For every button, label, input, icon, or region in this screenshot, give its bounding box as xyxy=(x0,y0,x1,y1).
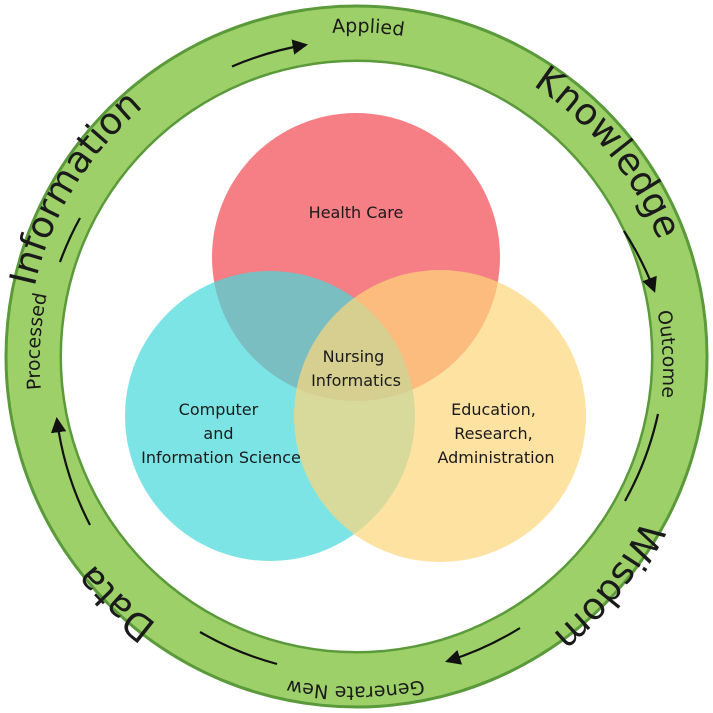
transition-applied-label: Applied xyxy=(331,15,405,41)
arrow-outcome-line xyxy=(624,413,660,502)
cycle-arrows xyxy=(50,39,660,666)
arrow-knowledge-to-outcome-arrow xyxy=(623,230,657,293)
venn-label-nursing-informatics: Nursing Informatics xyxy=(311,347,401,390)
venn-label-health-care: Health Care xyxy=(309,203,404,222)
arrow-generate-line xyxy=(199,631,278,666)
venn-label-computer-science: Computer and Information Science xyxy=(141,400,301,467)
venn-label-education: Education, Research, Administration xyxy=(437,400,554,467)
arrow-data-to-processed-arrow xyxy=(50,416,91,526)
arrow-wisdom-to-generate-arrow xyxy=(445,627,521,665)
arrow-information-to-applied-arrow xyxy=(231,39,309,68)
venn-circle-education xyxy=(294,270,586,562)
venn-diagram: Health Care Computer and Information Sci… xyxy=(125,113,586,562)
arrow-processed-line xyxy=(58,217,81,263)
